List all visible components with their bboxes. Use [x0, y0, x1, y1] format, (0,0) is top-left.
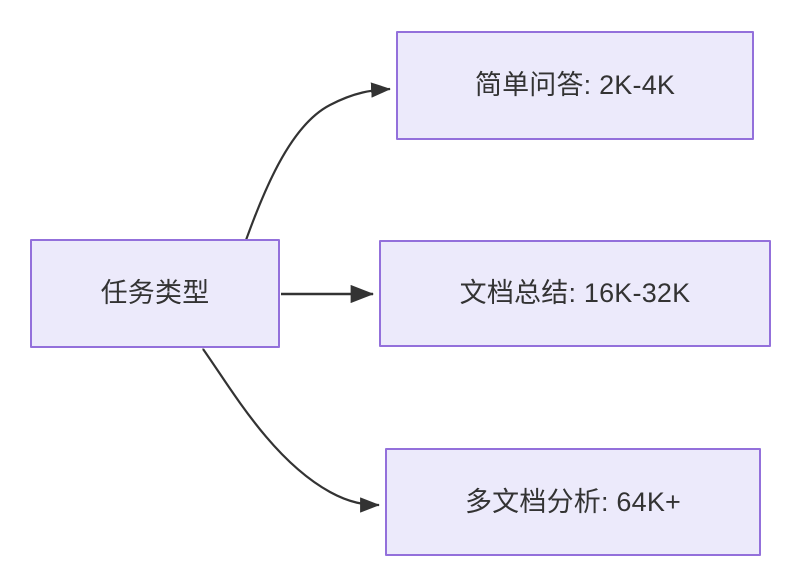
node-label: 任务类型 [100, 278, 210, 309]
node-multidoc-analysis[interactable]: 多文档分析: 64K+ [385, 448, 761, 556]
node-label: 文档总结: 16K-32K [459, 278, 691, 309]
edge-to-multidoc-analysis [202, 348, 380, 513]
node-label: 多文档分析: 64K+ [464, 486, 681, 517]
node-label: 简单问答: 2K-4K [474, 70, 676, 101]
node-task-type[interactable]: 任务类型 [30, 239, 280, 348]
node-doc-summary[interactable]: 文档总结: 16K-32K [379, 240, 771, 347]
node-simple-qa[interactable]: 简单问答: 2K-4K [396, 31, 754, 140]
